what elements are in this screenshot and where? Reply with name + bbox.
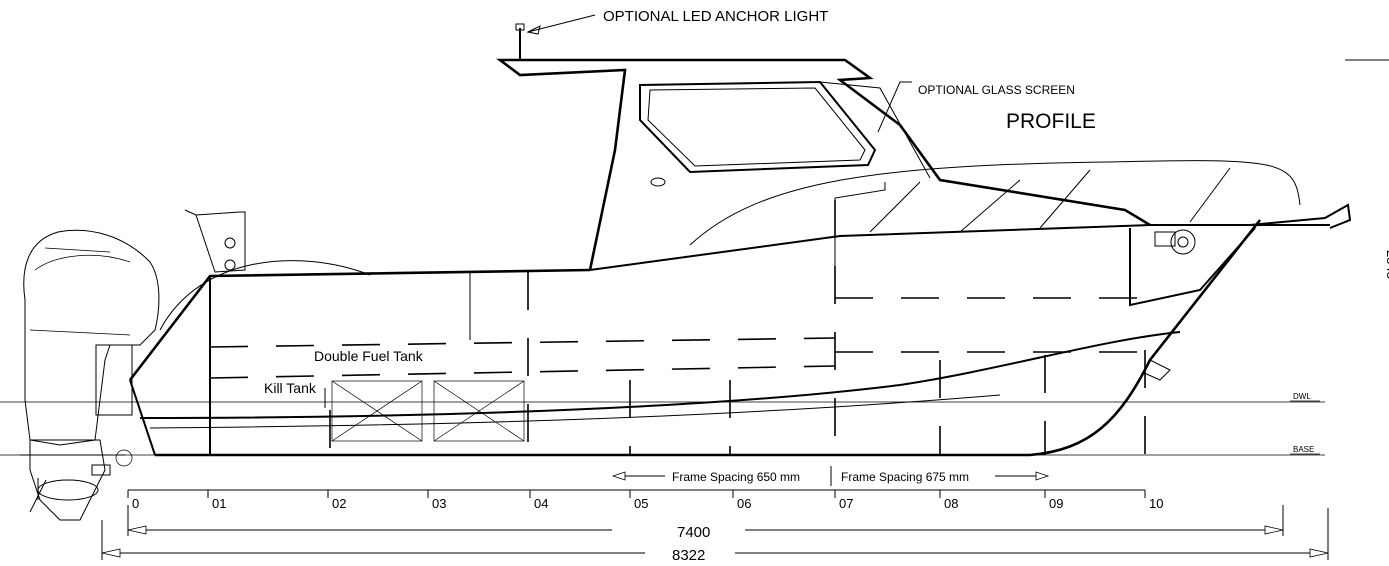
text-labels: OPTIONAL LED ANCHOR LIGHT OPTIONAL GLASS… [264, 8, 1389, 564]
hardtop-outline [496, 58, 1151, 271]
sheer-line [589, 224, 1330, 271]
bow-rail-stanchions [869, 167, 1231, 233]
frame-spacing-left-arrowhead [611, 471, 626, 481]
station-label: 06 [737, 496, 751, 511]
propeller [29, 478, 47, 513]
motor-leg [29, 439, 106, 521]
glass-screen-leader [877, 81, 912, 133]
waterline-length-label: 7400 [677, 524, 710, 541]
internals [209, 200, 1160, 455]
station-label: 0 [132, 496, 139, 511]
fuel-tank-bottom [209, 365, 836, 379]
spray-rail [149, 394, 1001, 429]
station-scale: 0 01 02 03 04 05 06 07 08 09 10 [127, 489, 1163, 511]
motor-trim-tab [91, 464, 111, 476]
dim-8322-arrow-left [101, 548, 121, 558]
kill-tank-2-cross-b [433, 380, 525, 442]
frame-spacing-left-label: Frame Spacing 650 mm [672, 470, 800, 484]
dimension-lines [101, 505, 1329, 560]
station-label: 10 [1149, 496, 1163, 511]
cabin-port [650, 177, 666, 187]
kill-tank-1 [331, 380, 423, 442]
cabin-window-inner [647, 87, 866, 167]
station-ticks: 0 01 02 03 04 05 06 07 08 09 10 [127, 490, 1163, 511]
cabin-bulkhead [834, 182, 886, 300]
anchor-well [1129, 227, 1256, 307]
fuel-tank-top [209, 337, 836, 348]
frame-spacing-right-label: Frame Spacing 675 mm [841, 470, 969, 484]
station-label: 03 [432, 496, 446, 511]
cabin [159, 23, 1301, 331]
station-label: 07 [839, 496, 853, 511]
anchor-light-arrow [526, 25, 541, 35]
keel-shoe [1141, 359, 1171, 381]
anchor-light-leader [527, 14, 596, 33]
frame-spacing [611, 466, 1050, 486]
cabin-window [639, 80, 877, 174]
station-label: 08 [944, 496, 958, 511]
dim-7400-arrow-left [127, 525, 147, 535]
motor-gearcase [37, 479, 99, 501]
dim-7400-arrow-right [1264, 525, 1284, 535]
overall-length-label: 8322 [672, 547, 705, 564]
motor-badge [44, 247, 111, 253]
hull-bottom [155, 219, 1262, 457]
chine-line [139, 331, 1181, 419]
station-label: 05 [634, 496, 648, 511]
motor-bracket [95, 344, 133, 416]
motor-pivot [115, 449, 133, 467]
annotation-leaders [526, 14, 912, 133]
profile-title: PROFILE [1006, 110, 1096, 133]
bait-station [184, 209, 246, 273]
frame-lines [629, 350, 1146, 455]
anchor-light-label: OPTIONAL LED ANCHOR LIGHT [603, 8, 828, 25]
double-fuel-tank-label: Double Fuel Tank [314, 348, 424, 364]
outboard-motor [20, 229, 160, 521]
motor-split-line [29, 329, 131, 336]
anchor-winch-mount [1154, 231, 1176, 247]
motor-cowl-line [34, 254, 131, 271]
frame-spacing-right-arrowhead [1035, 471, 1050, 481]
bow-roller [1249, 203, 1352, 229]
kill-tank-2 [433, 380, 525, 442]
anchor-winch-hub [1177, 236, 1189, 248]
anchor-winch [1170, 229, 1196, 255]
bait-station-hole-2 [224, 259, 236, 271]
station-label: 02 [332, 496, 346, 511]
stern-rail [159, 260, 371, 331]
dwl-label: DWL [1293, 392, 1311, 401]
glass-screen-label: OPTIONAL GLASS SCREEN [918, 83, 1075, 97]
glass-screen [819, 81, 931, 179]
reference-lines [0, 59, 1389, 456]
kill-tank-label: Kill Tank [264, 380, 317, 396]
station-label: 09 [1049, 496, 1063, 511]
side-dimension-label: 2543 [1384, 250, 1389, 279]
dim-8322-arrow-right [1309, 548, 1329, 558]
bait-station-hole-1 [224, 237, 236, 249]
station-label: 04 [534, 496, 548, 511]
base-label: BASE [1293, 445, 1314, 454]
kill-tank-1-cross-b [331, 380, 423, 442]
anchor-light-lens [515, 23, 525, 31]
hull [128, 203, 1352, 457]
bow-rail [689, 160, 1301, 246]
station-label: 01 [212, 496, 226, 511]
motor-cowl [23, 229, 160, 446]
